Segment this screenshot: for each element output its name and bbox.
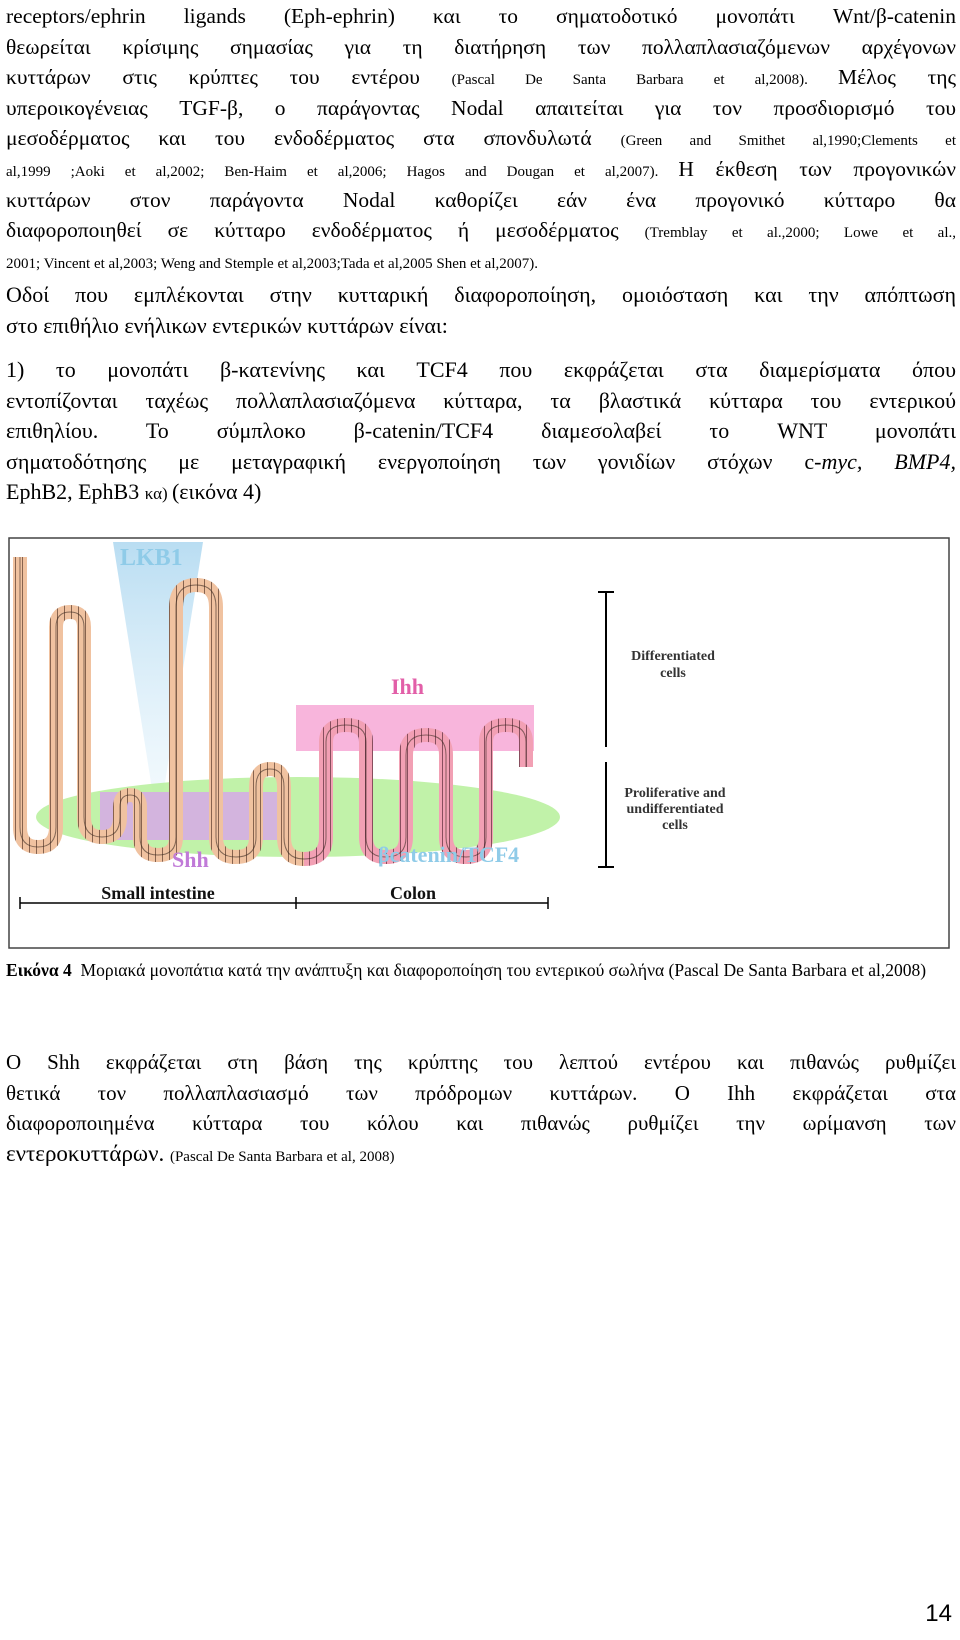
paragraph-1: receptors/ephrin ligands (Eph-ephrin) κα… [6,1,956,276]
text-line: εντοπίζονται ταχέως πολλαπλασιαζόμενα κύ… [6,387,956,413]
paragraph-3: 1) το μονοπάτι β-κατενίνης και TCF4 που … [6,355,956,508]
citation: (Green and Smithet al,1990;Clements et [620,133,956,150]
colon-label: Colon [390,883,436,903]
gene-names: myc, BMP4, [821,448,956,474]
text-line: εντεροκυττάρων. (Pascal De Santa Barbara… [6,1140,395,1166]
caption-ref: (Pascal De Santa Barbara et al,2008) [668,960,927,980]
differentiated-label-2: cells [660,666,686,681]
paragraph-4: Ο Shh εκφράζεται στη βάση της κρύπτης το… [6,1047,956,1169]
text-line: 1) το μονοπάτι β-κατενίνης και TCF4 που … [6,357,956,382]
citation: (Pascal De Santa Barbara et al,2008). [451,72,839,89]
paragraph-2: Οδοί που εμπλέκονται στην κυτταρική διαφ… [6,280,956,341]
text-line: receptors/ephrin ligands (Eph-ephrin) κα… [6,4,956,28]
caption-text: Μοριακά μονοπάτια κατά την ανάπτυξη και … [80,960,665,980]
text-line: θεωρείται κρίσιμης σημασίας για τη διατή… [6,34,956,59]
text-line: 2001; Vincent et al,2003; Weng and Stemp… [6,246,956,277]
text-line: διαφοροποιηθεί σε κύτταρο ενδοδέρματος ή… [6,218,956,243]
bcatenin-label: βcatenin/TCF4 [378,842,519,867]
small-intestine-label: Small intestine [101,883,215,903]
text-line: διαφοροποιημένα κύτταρα του κόλου και πι… [6,1111,956,1135]
citation: 2001; Vincent et al,2003; Weng and Stemp… [6,255,539,272]
page-number: 14 [925,1600,952,1627]
citation: al,1999 ;Aoki et al,2002; Ben-Haim et al… [6,163,679,180]
text-line: υπεροικογένειας TGF-β, ο παράγοντας Noda… [6,95,956,120]
lkb1-label: LKB1 [120,545,183,571]
proliferative-label-3: cells [662,818,688,833]
figure-caption: Εικόνα 4 Μοριακά μονοπάτια κατά την ανάπ… [6,958,956,982]
text-line: al,1999 ;Aoki et al,2002; Ben-Haim et al… [6,156,956,181]
text-line: στο επιθήλιο ενήλικων εντερικών κυττάρων… [6,312,448,338]
proliferative-label-1: Proliferative and [624,786,725,801]
citation: (Pascal De Santa Barbara et al, 2008) [169,1148,395,1165]
shh-label: Shh [172,847,209,872]
text-line: κυττάρων στον παράγοντα Nodal καθορίζει … [6,187,956,212]
differentiated-label-1: Differentiated [631,649,715,664]
citation: (Tremblay et al.,2000; Lowe et al., [644,225,956,242]
text-line: EphB2, EphB3 κα) (εικόνα 4) [6,479,262,504]
ihh-label: Ihh [391,674,424,699]
proliferative-label-2: undifferentiated [627,802,724,817]
text-line: Ο Shh εκφράζεται στη βάση της κρύπτης το… [6,1050,956,1074]
text-line: μεσοδέρματος και του ενδοδέρματος στα σπ… [6,126,956,151]
text-line: Οδοί που εμπλέκονται στην κυτταρική διαφ… [6,282,956,307]
text-line: σηματοδότησης με μεταγραφική ενεργοποίησ… [6,448,956,474]
caption-label: Εικόνα 4 [6,960,72,980]
text-line: κυττάρων στις κρύπτες του εντέρου (Pasca… [6,65,956,90]
text-line: επιθηλίου. Το σύμπλοκο β-catenin/TCF4 δι… [6,418,956,443]
figure-intestine-diagram: LKB1 Ihh Shh βcatenin/TCF4 Differentiate… [8,537,950,949]
text-line: θετικά τον πολλαπλασιασμό των πρόδρομων … [6,1080,956,1105]
